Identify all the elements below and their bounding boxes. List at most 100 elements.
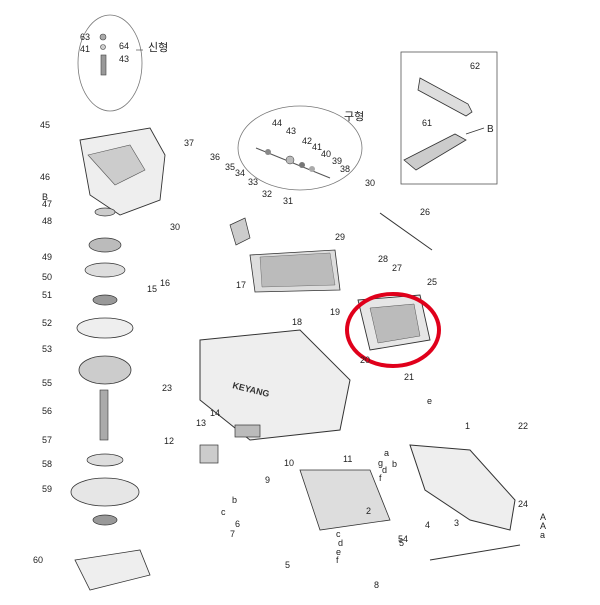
inset-accessory: 62 61 B: [400, 51, 498, 185]
callout-38: 38: [340, 164, 350, 174]
callout-9: 53: [42, 344, 52, 354]
callout-5: 49: [42, 252, 52, 262]
callout-7: 51: [42, 290, 52, 300]
callout-64: g: [378, 458, 383, 468]
callout-33: 15: [147, 284, 157, 294]
pin-shape: [100, 54, 107, 76]
callout-30: 19: [330, 307, 340, 317]
callout-65: a: [384, 448, 389, 458]
gear-housing-group: [79, 127, 166, 216]
callout-48: 4: [425, 520, 430, 530]
callout-41: 11: [343, 454, 352, 464]
callout-1: 46: [40, 172, 50, 182]
callout-18: 35: [225, 162, 235, 172]
callout-2: B: [42, 192, 48, 202]
rear-handle-group: [299, 444, 521, 561]
callout-12: 57: [42, 435, 52, 445]
callout-39: 12: [164, 436, 174, 446]
callout-63: 63: [80, 32, 90, 42]
callout-61: d: [382, 465, 387, 475]
callout-38: 13: [196, 418, 206, 428]
callout-26: 28: [378, 254, 388, 264]
callout-43b: 43: [286, 126, 296, 136]
callout-62: e: [427, 396, 432, 406]
callout-49: 3: [454, 518, 459, 528]
callout-56: A: [540, 512, 546, 522]
callout-0: 45: [40, 120, 50, 130]
callout-10: 55: [42, 378, 52, 388]
spanner-wrench-shape: [417, 77, 473, 117]
callout-6: 50: [42, 272, 52, 282]
callout-8: 52: [42, 318, 52, 328]
callout-42: 42: [302, 136, 312, 146]
callout-25: 29: [335, 232, 345, 242]
callout-53: 23: [162, 383, 172, 393]
callout-3: 47: [42, 199, 52, 209]
callout-13: 58: [42, 459, 52, 469]
callout-29: 25: [427, 277, 437, 287]
callout-58: a: [540, 530, 545, 540]
callout-28: 26: [420, 207, 430, 217]
callout-47: 5: [399, 538, 404, 548]
callout-61: 61: [422, 118, 432, 128]
callout-55: 54: [398, 534, 408, 544]
callout-59: b: [232, 495, 237, 505]
highlight-ring: [345, 292, 441, 368]
callout-42: 9: [265, 475, 270, 485]
callout-35: 17: [236, 280, 246, 290]
callout-15: 60: [33, 555, 43, 565]
callout-4: 48: [42, 216, 52, 226]
washer-shape: [99, 33, 107, 41]
nut-shape: [100, 44, 106, 50]
inset-shinhyeong-label: 신형: [148, 41, 168, 54]
callout-11: 56: [42, 406, 52, 416]
callout-63: f: [379, 473, 382, 483]
side-handle-shape: [403, 133, 467, 171]
callout-16: 37: [184, 138, 194, 148]
callout-14: 59: [42, 484, 52, 494]
callout-62: 62: [470, 61, 480, 71]
callout-27: 27: [392, 263, 402, 273]
callout-70: f: [336, 555, 339, 565]
field-stator-group: [357, 294, 431, 351]
motor-housing-group: KEYANG: [199, 329, 351, 441]
switch-group: [199, 424, 261, 464]
arrow-label-B: B: [487, 124, 494, 135]
callout-45: 6: [235, 519, 240, 529]
callout-52: 22: [518, 421, 528, 431]
callout-44: 7: [230, 529, 235, 539]
callout-19: 34: [235, 168, 245, 178]
inset-guhyeong: 구형 44 43 42 41 40 39 38: [237, 105, 364, 191]
callout-60: c: [221, 507, 226, 517]
callout-39: 39: [332, 156, 342, 166]
callout-17: 36: [210, 152, 220, 162]
callout-41: 41: [80, 44, 90, 54]
callout-21: 32: [262, 189, 272, 199]
callout-44: 44: [272, 118, 282, 128]
callout-43: 8: [374, 580, 379, 590]
callout-67: c: [336, 529, 341, 539]
callout-54: 24: [518, 499, 528, 509]
callout-41b: 41: [312, 142, 322, 152]
callout-64: 64: [119, 41, 129, 51]
callout-46: 5: [285, 560, 290, 570]
callout-23: 30: [170, 222, 180, 232]
callout-40: 10: [284, 458, 294, 468]
callout-50: 2: [366, 506, 371, 516]
callout-66: b: [392, 459, 397, 469]
callout-34: 16: [160, 278, 170, 288]
callout-51: 1: [465, 421, 470, 431]
callout-37: 14: [210, 408, 220, 418]
callout-24: 30: [365, 178, 375, 188]
callout-20: 33: [248, 177, 258, 187]
callout-labels: 4546B47484950515253555657585960373635343…: [33, 120, 546, 590]
callout-36: 18: [292, 317, 302, 327]
callout-68: d: [338, 538, 343, 548]
callout-32: 21: [404, 372, 414, 382]
callout-69: e: [336, 547, 341, 557]
inset-guhyeong-label: 구형: [344, 110, 364, 123]
spindle-stack-group: [70, 207, 151, 591]
callout-57: A: [540, 521, 546, 531]
